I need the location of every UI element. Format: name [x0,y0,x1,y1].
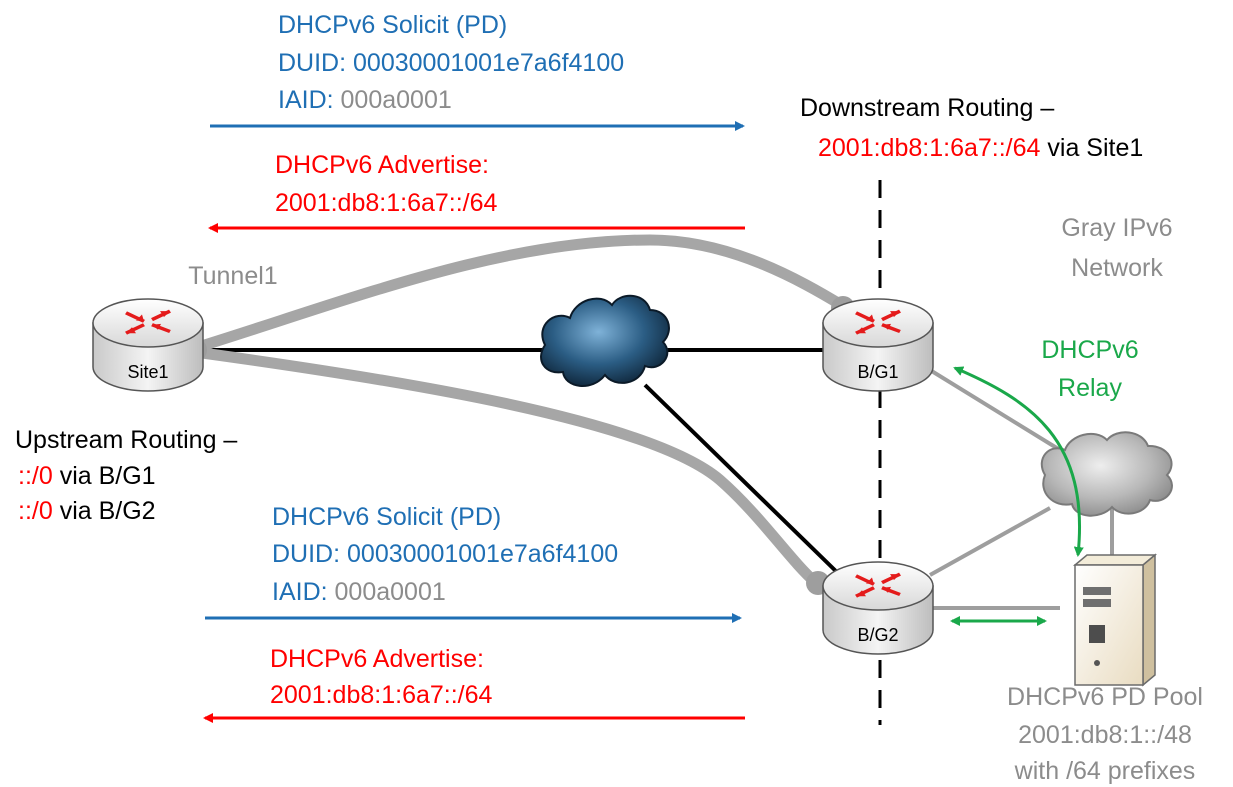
relay-arrow [953,366,1084,557]
internet-cloud-icon [540,294,670,388]
tunnel-to-bg2 [189,346,821,588]
bottom-advertise-title: DHCPv6 Advertise: [270,645,484,673]
bg2-router-icon[interactable] [822,561,934,655]
tunnel-label: Tunnel1 [188,262,277,290]
bottom-solicit-title: DHCPv6 Solicit (PD) [272,503,501,531]
upstream-route-2: ::/0 via B/G2 [18,497,156,525]
dhcp-server-icon[interactable] [1072,553,1158,687]
pool-label-line1: DHCPv6 PD Pool [1007,683,1203,711]
top-solicit-duid: DUID: 00030001001e7a6f4100 [278,49,624,77]
router-label-site1: Site1 [127,362,168,382]
bg1-router-icon[interactable] [822,298,934,392]
bottom-solicit-iaid: IAID: 000a0001 [272,578,446,606]
relay-label-line2: Relay [1058,374,1122,402]
top-solicit-iaid: IAID: 000a0001 [278,86,452,114]
upstream-title: Upstream Routing – [15,426,237,454]
bottom-advertise-prefix: 2001:db8:1:6a7::/64 [270,681,493,709]
relay-label-line1: DHCPv6 [1041,336,1138,364]
top-advertise-prefix: 2001:db8:1:6a7::/64 [275,189,498,217]
top-advertise-title: DHCPv6 Advertise: [275,151,489,179]
downstream-route: 2001:db8:1:6a7::/64 via Site1 [818,134,1143,162]
tunnel-to-bg1 [189,234,849,354]
upstream-route-1: ::/0 via B/G1 [18,462,156,490]
link-cloud-bg2 [643,383,847,582]
link-bg1-graycloud [928,368,1062,452]
link-bg2-graycloud [929,506,1051,577]
site1-router-icon[interactable] [92,298,204,392]
top-solicit-title: DHCPv6 Solicit (PD) [278,11,507,39]
bottom-solicit-duid: DUID: 00030001001e7a6f4100 [272,540,618,568]
network-label-line2: Network [1071,254,1163,282]
downstream-title: Downstream Routing – [800,94,1054,122]
gray-network-cloud-icon [1040,431,1173,517]
router-label-bg2: B/G2 [857,625,898,645]
pool-label-line3: with /64 prefixes [1014,757,1196,785]
pool-label-line2: 2001:db8:1::/48 [1018,721,1192,749]
network-label-line1: Gray IPv6 [1061,214,1172,242]
top-solicit-text: DHCPv6 Solicit (PD) DUID: 00030001001e7a… [278,11,624,114]
router-label-bg1: B/G1 [857,362,898,382]
